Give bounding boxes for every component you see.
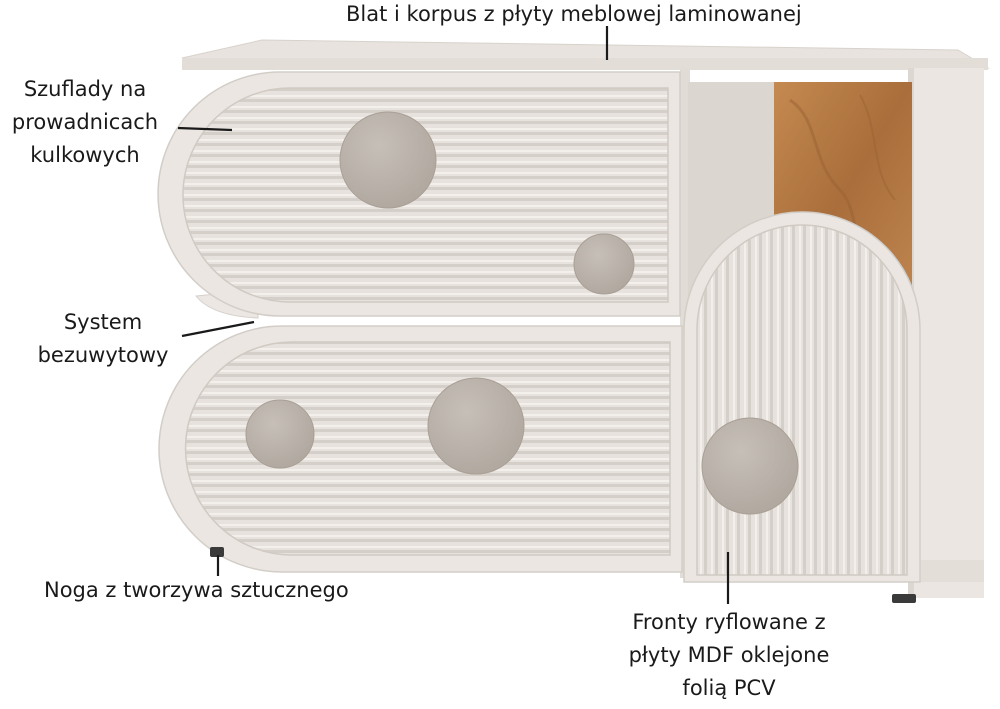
wood-grain	[859, 94, 896, 201]
label-fronts-line-2: płyty MDF oklejone	[628, 643, 830, 667]
knob-small	[573, 233, 635, 295]
label-leg: Noga z tworzywa sztucznego	[44, 574, 349, 607]
knob-small	[245, 399, 315, 469]
leader-lines	[177, 26, 730, 604]
label-fronts: Fronty ryflowane z płyty MDF oklejone fo…	[612, 606, 846, 705]
label-top-board-text: Blat i korpus z płyty meblowej laminowan…	[346, 2, 802, 26]
label-leg-text: Noga z tworzywa sztucznego	[44, 578, 349, 602]
right-side-panel	[912, 68, 984, 598]
leader-line-drawers	[177, 126, 233, 132]
door-ribs	[697, 225, 907, 575]
label-fronts-line-1: Fronty ryflowane z	[632, 610, 826, 634]
label-handleless-line-2: bezuwytowy	[37, 343, 169, 367]
leg	[892, 594, 916, 603]
label-handleless-line-1: System	[63, 310, 143, 334]
label-drawers-line-3: kulkowych	[30, 143, 140, 167]
label-top-board: Blat i korpus z płyty meblowej laminowan…	[346, 0, 802, 31]
label-drawers-line-1: Szuflady na	[23, 77, 147, 101]
leg	[210, 547, 224, 557]
door-knob	[701, 417, 799, 515]
label-drawers-line-2: prowadnicach	[11, 110, 159, 134]
arched-door	[683, 211, 921, 583]
cabinet-body	[181, 39, 990, 598]
upper-drawer	[157, 71, 681, 317]
label-handleless: System bezuwytowy	[26, 306, 180, 372]
label-fronts-line-3: folią PCV	[682, 676, 776, 700]
leader-line-handleless	[181, 320, 255, 338]
label-drawers: Szuflady na prowadnicach kulkowych	[2, 73, 168, 172]
knob-large	[339, 111, 437, 209]
top-board-edge	[182, 58, 988, 70]
lower-drawer	[158, 325, 683, 573]
lower-drawer-ribs	[185, 342, 670, 555]
knob-large	[427, 377, 525, 475]
